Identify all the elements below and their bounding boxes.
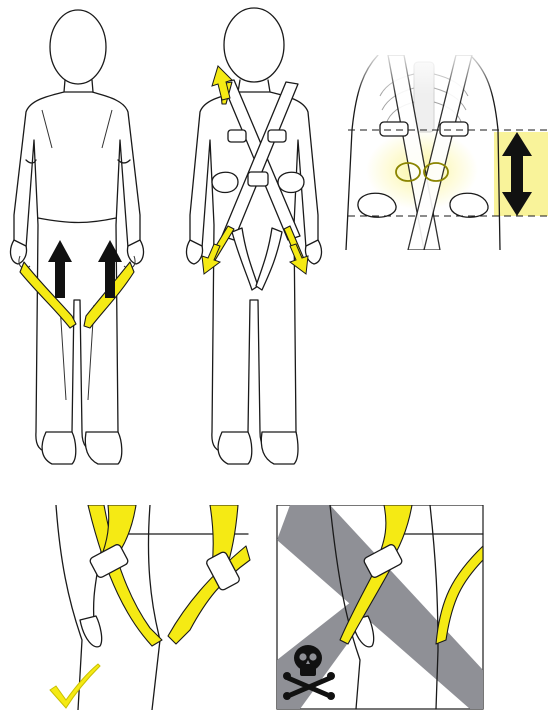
buckle (380, 122, 408, 136)
hip-loop-left (358, 193, 396, 217)
shoe-right (261, 432, 298, 464)
top-fade (345, 55, 495, 95)
hip-loop-right (278, 172, 304, 192)
incorrect-fit-panel (277, 505, 483, 709)
front-view-figure (11, 10, 144, 464)
buckle (440, 122, 468, 136)
hip-loop-right (450, 193, 488, 217)
shoe-right (85, 432, 121, 464)
hip-detail-panel (345, 55, 548, 250)
hip-loop-left (212, 172, 238, 192)
shoe-left (42, 432, 76, 464)
buckle (228, 130, 246, 142)
buckle (268, 130, 286, 142)
buckle (248, 172, 268, 186)
buckle (89, 543, 129, 578)
hand (80, 616, 102, 647)
shoe-left (218, 432, 252, 464)
back-view-figure (187, 8, 322, 464)
head (224, 8, 284, 82)
head (50, 10, 106, 84)
correct-fit-panel (50, 505, 250, 710)
checkmark-icon (50, 664, 100, 708)
